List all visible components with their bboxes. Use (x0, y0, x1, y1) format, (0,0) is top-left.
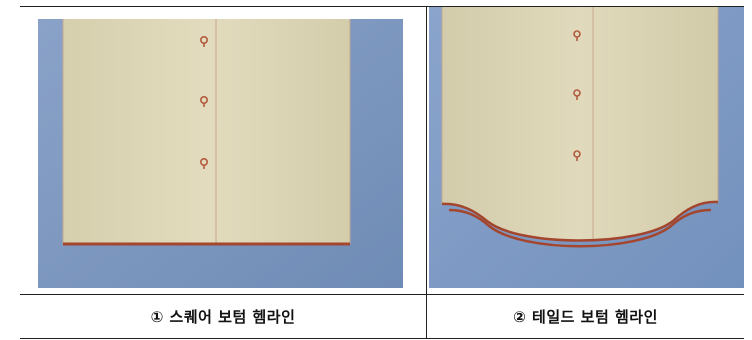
comparison-table: ① 스퀘어 보텀 헴라인 ② 테일드 보텀 헴라인 (20, 6, 744, 339)
hem-edge (441, 200, 719, 242)
button-icon (200, 96, 209, 107)
button-icon (573, 150, 581, 161)
shirt-body (63, 19, 350, 244)
button-icon (200, 35, 209, 47)
tailed-hemline (448, 208, 712, 248)
tailed-hemline-caption: ② 테일드 보텀 헴라인 (513, 308, 658, 326)
tailed-hemline-photo (429, 7, 744, 288)
square-hemline-caption: ① 스퀘어 보텀 헴라인 (150, 308, 296, 326)
column-divider (426, 7, 427, 338)
button-icon (573, 89, 581, 100)
button-icon (200, 158, 209, 169)
row-divider (20, 294, 744, 295)
square-hemline-photo (38, 19, 403, 288)
button-icon (573, 30, 581, 41)
shirt-body (442, 7, 718, 241)
